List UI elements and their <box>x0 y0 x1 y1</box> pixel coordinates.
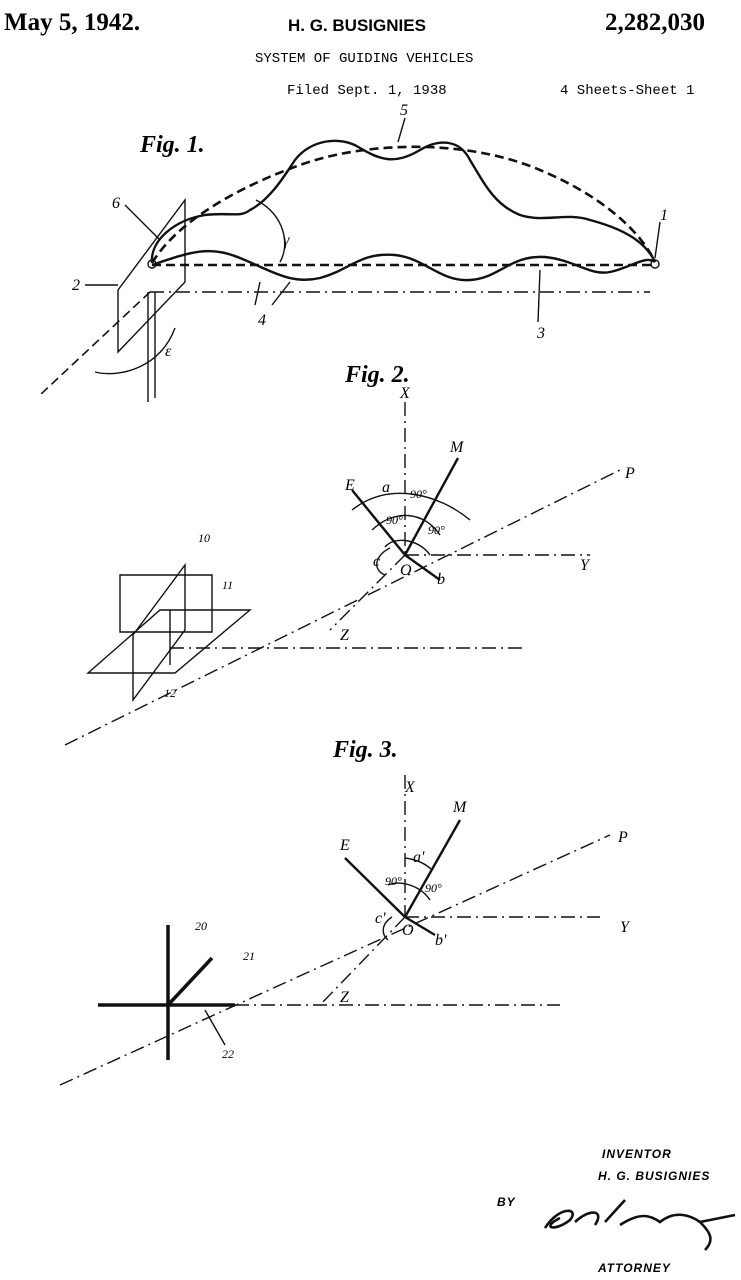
label-90-right: 90° <box>428 523 445 537</box>
label-epsilon: ε <box>165 343 172 360</box>
gamma-arc <box>255 199 286 263</box>
attorney-signature <box>543 1199 736 1251</box>
plane-11 <box>119 574 213 633</box>
sheet-info: 4 Sheets-Sheet 1 <box>560 83 694 99</box>
label-c: c <box>373 553 380 570</box>
label-o: O <box>400 562 412 579</box>
axes <box>59 775 611 1086</box>
label-x: X <box>404 779 416 796</box>
plane-12 <box>86 609 252 674</box>
point-6-marker <box>147 259 157 269</box>
epsilon-arc <box>94 327 176 375</box>
inventor-label: INVENTOR <box>602 1147 672 1161</box>
leader-lines <box>85 117 661 323</box>
figure-2: Fig. 2. X Y Z P M E O a b c 90° 90° 90° … <box>64 362 635 746</box>
label-gamma: γ <box>283 232 290 249</box>
patent-date: May 5, 1942. <box>4 9 140 36</box>
label-y: Y <box>620 919 631 936</box>
label-90-left: 90° <box>385 874 402 888</box>
label-y: Y <box>580 557 591 574</box>
leader-22 <box>204 1009 226 1046</box>
label-90-top: 90° <box>410 487 427 501</box>
label-b-prime: b' <box>435 932 447 949</box>
label-p: P <box>624 465 635 482</box>
label-a-prime: a' <box>413 849 425 866</box>
label-10: 10 <box>198 531 210 545</box>
label-4: 4 <box>258 312 266 329</box>
vertical-post <box>147 292 156 402</box>
figure-3: Fig. 3. X Y Z P M E O a' b' c' 90° 90° 2… <box>59 737 631 1086</box>
filed-date: Filed Sept. 1, 1938 <box>287 83 447 99</box>
label-90-left: 90° <box>386 513 403 527</box>
label-21: 21 <box>243 949 255 963</box>
label-5: 5 <box>400 102 408 119</box>
inventor-header: H. G. BUSIGNIES <box>288 16 426 35</box>
fig2-title: Fig. 2. <box>344 362 410 388</box>
lower-course-curve <box>151 249 656 282</box>
patent-title: SYSTEM OF GUIDING VEHICLES <box>255 51 473 67</box>
figure-1: Fig. 1. 5 1 6 2 3 4 γ ε <box>39 102 668 402</box>
angle-arcs <box>351 492 471 576</box>
label-o: O <box>402 922 414 939</box>
label-3: 3 <box>536 325 545 342</box>
inventor-name: H. G. BUSIGNIES <box>598 1169 710 1183</box>
label-22: 22 <box>222 1047 234 1061</box>
label-1: 1 <box>660 207 668 224</box>
fig3-title: Fig. 3. <box>332 737 398 763</box>
label-b: b <box>437 571 445 588</box>
label-x: X <box>399 385 411 402</box>
vectors <box>351 457 460 581</box>
label-6: 6 <box>112 195 120 212</box>
label-m: M <box>452 799 468 816</box>
label-z: Z <box>340 627 350 644</box>
label-p: P <box>617 829 628 846</box>
label-c-prime: c' <box>375 910 386 927</box>
label-11: 11 <box>222 578 233 592</box>
label-2: 2 <box>72 277 80 294</box>
point-1-marker <box>650 259 660 269</box>
plane-10 <box>132 562 186 703</box>
attorney-label: ATTORNEY <box>597 1261 671 1275</box>
label-z: Z <box>340 989 350 1006</box>
angle-arcs <box>382 857 433 941</box>
projection-line <box>39 291 151 396</box>
label-e: E <box>344 477 355 494</box>
label-a: a <box>382 479 390 496</box>
label-m: M <box>449 439 465 456</box>
patent-number: 2,282,030 <box>605 9 705 36</box>
antenna-21 <box>166 956 214 1007</box>
plane-2 <box>117 197 186 354</box>
label-12: 12 <box>164 686 176 700</box>
axes <box>64 402 621 746</box>
fig1-title: Fig. 1. <box>139 132 205 158</box>
antenna-cross <box>98 925 235 1060</box>
upper-arc-dashed <box>150 145 657 264</box>
label-90-right: 90° <box>425 881 442 895</box>
label-20: 20 <box>195 919 207 933</box>
label-e: E <box>339 837 350 854</box>
vectors <box>344 819 462 937</box>
by-label: BY <box>497 1195 516 1209</box>
upper-course-curve <box>150 139 657 264</box>
